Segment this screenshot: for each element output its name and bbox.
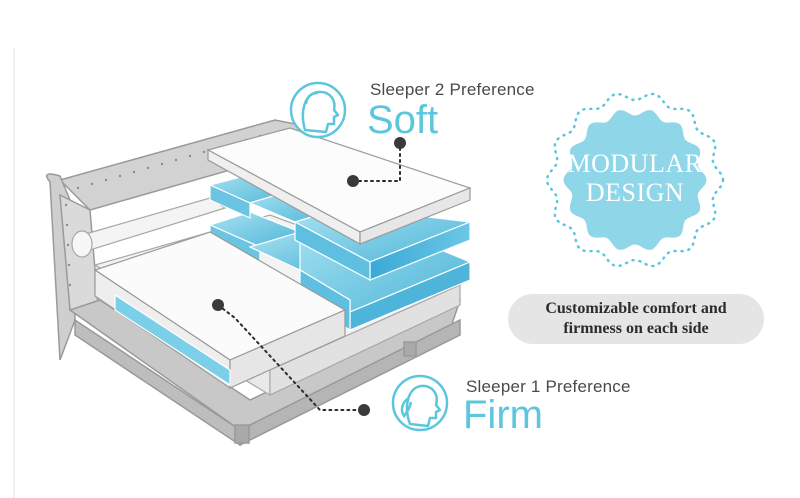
male-head-icon xyxy=(289,81,347,139)
badge-line2: DESIGN xyxy=(585,178,685,207)
callout-dots xyxy=(212,137,406,416)
modular-design-badge xyxy=(545,92,725,268)
sleeper2-value: Soft xyxy=(367,98,439,142)
female-head-icon xyxy=(391,374,449,432)
firm-top-layer xyxy=(93,231,347,390)
sleeper1-value: Firm xyxy=(463,393,543,437)
sleeper2-title: Sleeper 2 Preference xyxy=(370,80,535,99)
feature-line1: Customizable comfort and xyxy=(545,300,727,317)
feature-line2: firmness on each side xyxy=(563,320,709,337)
soft-top-layer xyxy=(206,127,472,246)
feature-pill: Customizable comfort and firmness on eac… xyxy=(508,294,764,344)
sleeper1-title: Sleeper 1 Preference xyxy=(466,377,631,396)
rolled-layer xyxy=(71,197,227,258)
bed-frame xyxy=(45,119,462,447)
badge-line1: MODULAR xyxy=(567,149,703,178)
callout-leaders xyxy=(217,142,401,411)
